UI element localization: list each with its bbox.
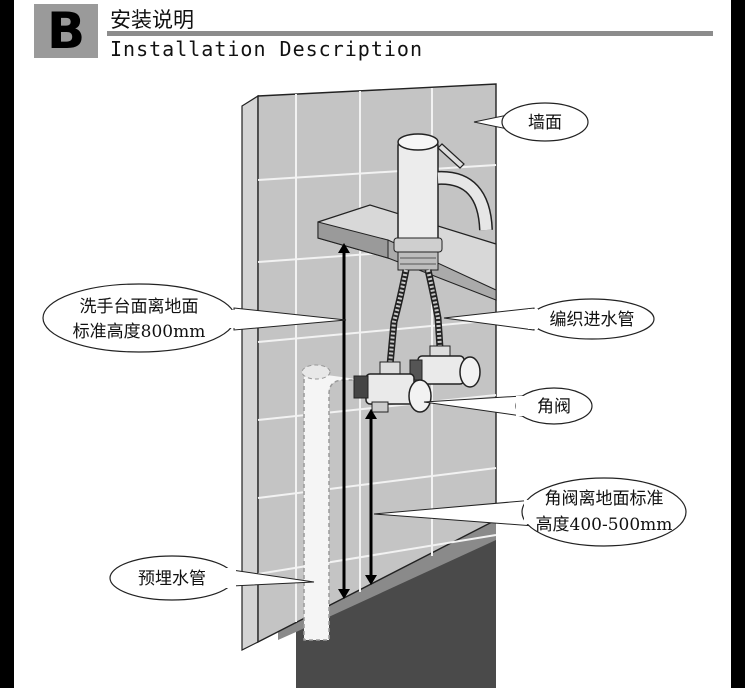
wall-tiles (257, 88, 497, 622)
callout-basin-height: 洗手台面离地面 标准高度800mm (42, 283, 347, 353)
wall-side (241, 94, 259, 651)
callout-valve-height: 角阀离地面标准 高度400-500mm (373, 477, 687, 547)
label-angle-valve: 角阀 (537, 397, 571, 417)
label-basin-height-2: 标准高度800mm (73, 322, 206, 342)
callout-wall: 墙面 (473, 102, 589, 142)
callout-embedded-pipe: 预埋水管 (109, 555, 315, 601)
title-english: Installation Description (110, 37, 423, 61)
title-chinese: 安装说明 (110, 8, 194, 32)
section-letter: B (46, 2, 86, 60)
label-valve-height-1: 角阀离地面标准 (545, 489, 664, 509)
callout-inlet-hose: 编织进水管 (443, 298, 655, 340)
floor-edge (278, 520, 496, 640)
label-wall: 墙面 (528, 113, 562, 133)
title-divider (107, 31, 713, 36)
installation-sheet: B 安装说明 Installation Description (14, 0, 731, 688)
label-inlet-hose: 编织进水管 (550, 310, 635, 330)
faucet (393, 133, 493, 271)
angle-valve-left (353, 361, 432, 413)
angle-valve-right (409, 345, 481, 388)
callout-angle-valve: 角阀 (423, 387, 593, 425)
installation-diagram: 墙面 洗手台面离地面 标准高度800mm 编织进水管 角阀 (42, 83, 687, 688)
label-valve-height-2: 高度400-500mm (536, 515, 673, 535)
section-badge: B (34, 4, 98, 58)
label-embedded-pipe: 预埋水管 (138, 569, 206, 589)
label-basin-height-1: 洗手台面离地面 (80, 297, 199, 317)
